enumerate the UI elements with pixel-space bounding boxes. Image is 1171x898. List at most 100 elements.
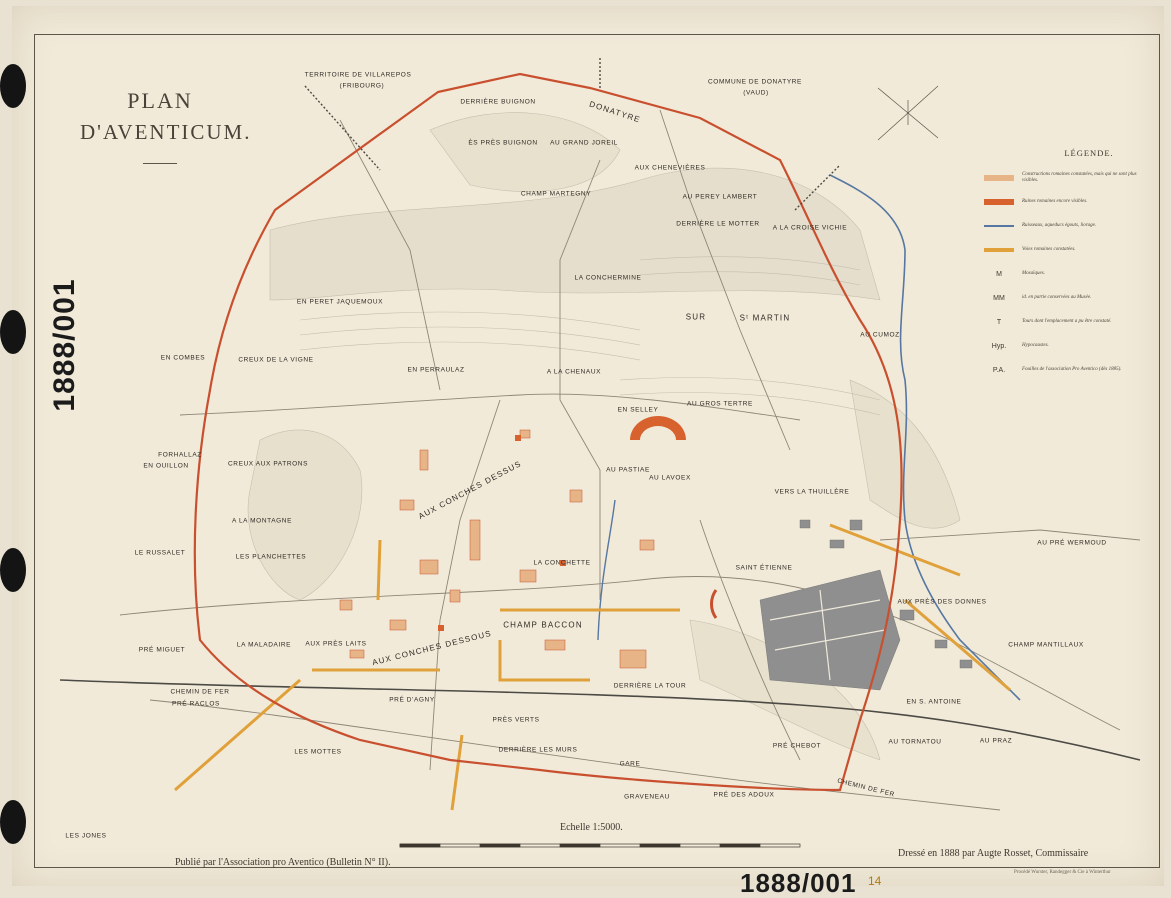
town-streets [769, 589, 886, 681]
roman-roads [174, 523, 1011, 811]
place-label: GRAVENEAU [624, 793, 670, 801]
legend-title: LÉGENDE. [1064, 148, 1114, 158]
place-label: DERRIÈRE BUIGNON [460, 98, 536, 106]
legend-text: Ruisseaux, aqueducs égouts, liorage. [1022, 223, 1097, 228]
legend-item: Constructions romaines constatées, mais … [984, 166, 1154, 190]
legend-item: MM id. en partie conservées au Musée. [984, 286, 1154, 310]
place-label: SAINT ÉTIENNE [735, 564, 793, 572]
place-label: EN PERET JAQUEMOUX [296, 298, 384, 306]
author-credit: Dressé en 1888 par Augte Rosset, Commiss… [898, 848, 1089, 859]
place-label: AU CUMOZ [860, 331, 900, 339]
title-rule [143, 163, 177, 164]
place-label: DERRIÈRE LE MOTTER [676, 220, 760, 228]
place-label: LE RUSSALET [134, 549, 186, 557]
place-label: PRÈS VERTS [492, 716, 540, 724]
place-label: DERRIÈRE LES MURS [498, 746, 578, 754]
place-label: A LA CHENAUX [546, 368, 602, 376]
place-label: LES JONES [65, 832, 107, 840]
inventory-number-vertical: 1888/001 [48, 278, 81, 412]
place-label: ÈS PRÈS BUIGNON [468, 139, 538, 147]
legend-text: Fouilles de l'association Pro Aventico (… [1022, 367, 1122, 372]
place-label: AU TORNATOU [888, 738, 942, 746]
place-label: AU PASTIAE [606, 466, 650, 474]
legend-item: Hyp.Hypocaustes. [984, 334, 1154, 358]
legend-text: Tours dont l'emplacement a pu être const… [1022, 319, 1112, 324]
place-label: SUR [685, 312, 707, 322]
hill-shading [247, 112, 961, 761]
map-frame [34, 34, 1160, 868]
railway [59, 679, 1141, 761]
place-label: LA MALADAIRE [236, 641, 292, 649]
title-line2: D'AVENTICUM. [80, 120, 252, 144]
legend-item: Voies romaines constatées. [984, 238, 1154, 262]
place-label: (VAUD) [743, 89, 769, 97]
legend-item: P.A. Fouilles de l'association Pro Aventi… [984, 358, 1154, 382]
place-label: CHAMP BACCON [503, 620, 583, 630]
binder-hole [0, 310, 26, 354]
roman-wall [193, 72, 903, 792]
legend: LÉGENDE. Constructions romaines constaté… [984, 148, 1154, 382]
printer-credit: Procédé Wurster, Randegger & Cie à Winte… [1014, 870, 1111, 875]
place-label: FORHALLAZ [158, 451, 202, 459]
legend-swatch [984, 248, 1014, 252]
place-label: DERRIÈRE LA TOUR [613, 682, 687, 690]
place-label: AU GROS TERTRE [687, 400, 753, 408]
place-label: PRÉ DES ADOUX [713, 791, 775, 799]
place-label: LA CONCHETTE [533, 559, 591, 567]
place-label: AUX PRÈS DES DONNES [897, 598, 987, 606]
legend-symbol: MM [993, 294, 1005, 302]
place-label: CREUX DE LA VIGNE [238, 356, 314, 364]
scale-bar [399, 843, 801, 848]
place-label: PRÉ MIGUET [138, 646, 186, 654]
place-label: AU PEREY LAMBERT [682, 193, 758, 201]
publisher-credit: Publié par l'Association pro Aventico (B… [175, 857, 391, 868]
inventory-number-bottom: 1888/001 [740, 868, 857, 898]
place-label: AU PRÉ WERMOUD [1037, 539, 1107, 547]
place-label: CREUX AUX PATRONS [227, 460, 309, 468]
place-label: AU GRAND JOREIL [550, 139, 618, 147]
place-label: A LA CROISE VICHIE [772, 224, 848, 232]
legend-text: Mosaïques. [1022, 271, 1045, 276]
compass-rose-icon [877, 85, 939, 141]
place-label: VERS LA THUILLÈRE [774, 488, 850, 496]
place-label: EN OUILLON [143, 462, 189, 470]
legend-text: Ruines romaines encore visibles. [1022, 199, 1088, 204]
legend-symbol: M [996, 270, 1002, 278]
place-label: EN PERRAULAZ [407, 366, 465, 374]
place-label: AU PRAZ [979, 737, 1013, 745]
place-label: PRÉ RACLOS [172, 700, 220, 708]
place-label: AU LAVOEX [649, 474, 691, 482]
place-label: EN S. ANTOINE [906, 698, 962, 706]
place-label: CHAMP MANTILLAUX [1008, 641, 1084, 649]
place-label: AUX PRÈS LAITS [305, 640, 367, 648]
legend-item: Ruines romaines encore visibles. [984, 190, 1154, 214]
stream-line [597, 499, 616, 641]
binder-hole [0, 548, 26, 592]
place-label: A LA MONTAGNE [231, 517, 293, 525]
roman-ruins-buried [339, 429, 655, 669]
legend-item: T Tours dont l'emplacement a pu être cons… [984, 310, 1154, 334]
binder-hole [0, 64, 26, 108]
legend-symbol: T [996, 318, 1002, 326]
legend-text: Constructions romaines constatées, mais … [1022, 172, 1137, 183]
legend-text: Voies romaines constatées. [1022, 247, 1076, 252]
legend-swatch [984, 199, 1014, 205]
stream-line [829, 174, 1021, 701]
place-label: CHEMIN DE FER [170, 688, 230, 696]
map-title: PLAN D'AVENTICUM. [80, 88, 252, 164]
place-label: AUX CHENEVIÈRES [634, 164, 706, 172]
place-label: LES MOTTES [294, 748, 342, 756]
legend-swatch [984, 175, 1014, 181]
title-line1: PLAN [127, 88, 193, 113]
legend-text: id. en partie conservées au Musée. [1022, 295, 1092, 300]
road-network [119, 109, 1141, 811]
place-label: (FRIBOURG) [339, 82, 385, 90]
place-label: EN SELLEY [617, 406, 659, 414]
place-label: PRÉ D'AGNY [389, 696, 435, 704]
roman-ruins-visible [438, 416, 718, 631]
legend-symbol: P.A. [992, 366, 1006, 374]
legend-swatch [984, 225, 1014, 227]
place-label: Sᵗ MARTIN [739, 313, 791, 323]
legend-symbol: Hyp. [991, 342, 1007, 350]
